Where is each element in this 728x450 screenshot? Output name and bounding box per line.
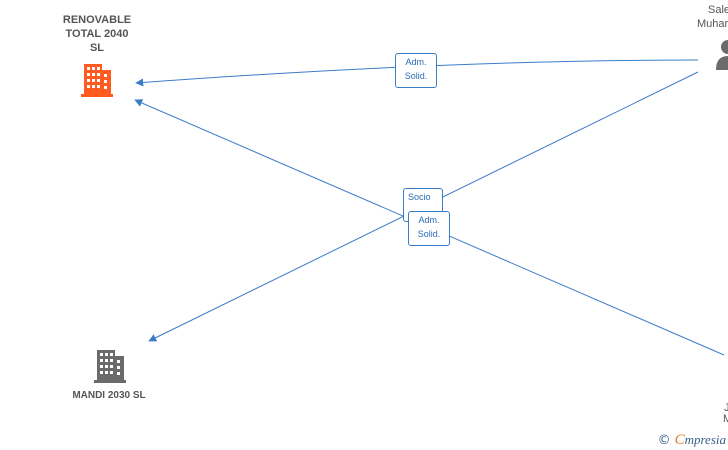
person-name-line: Sale [708,4,728,16]
person-name-line: Muhar [697,18,728,30]
person-icon[interactable] [716,40,728,70]
edge-person-top-to-renovable [135,59,699,87]
company-name-mandi[interactable]: MANDI 2030 SL [54,389,164,403]
company-name-renovable[interactable]: RENOVABLE TOTAL 2040 SL [48,13,146,55]
copyright-icon: © [657,433,671,448]
edge-label-adm-solid[interactable]: Adm. Solid. [395,53,437,88]
brand-initial: C [674,432,685,448]
edge-label-line: Adm. [405,57,427,67]
company-name-line: SL [89,42,105,54]
edge-label-line: Adm. [418,215,440,225]
building-icon[interactable] [94,350,126,383]
building-icon[interactable] [81,64,113,97]
person-name-top[interactable]: Sale Muhar [690,3,728,31]
brand-name: mpresia [684,432,726,447]
empresia-watermark: ©Cmpresia [658,432,726,449]
person-name-line: M [723,413,728,425]
person-name-bottom[interactable]: J M [720,402,728,426]
edge-label-line: Solid. [417,229,441,239]
edge-label-adm-solid[interactable]: Adm. Solid. [408,211,450,246]
company-name-line: MANDI 2030 SL [72,390,146,401]
company-name-line: RENOVABLE [62,14,132,26]
edge-label-line: Socio [408,192,431,202]
person-name-line: J [724,402,728,414]
edge-label-line: Solid. [404,71,428,81]
company-name-line: TOTAL 2040 [65,28,129,40]
